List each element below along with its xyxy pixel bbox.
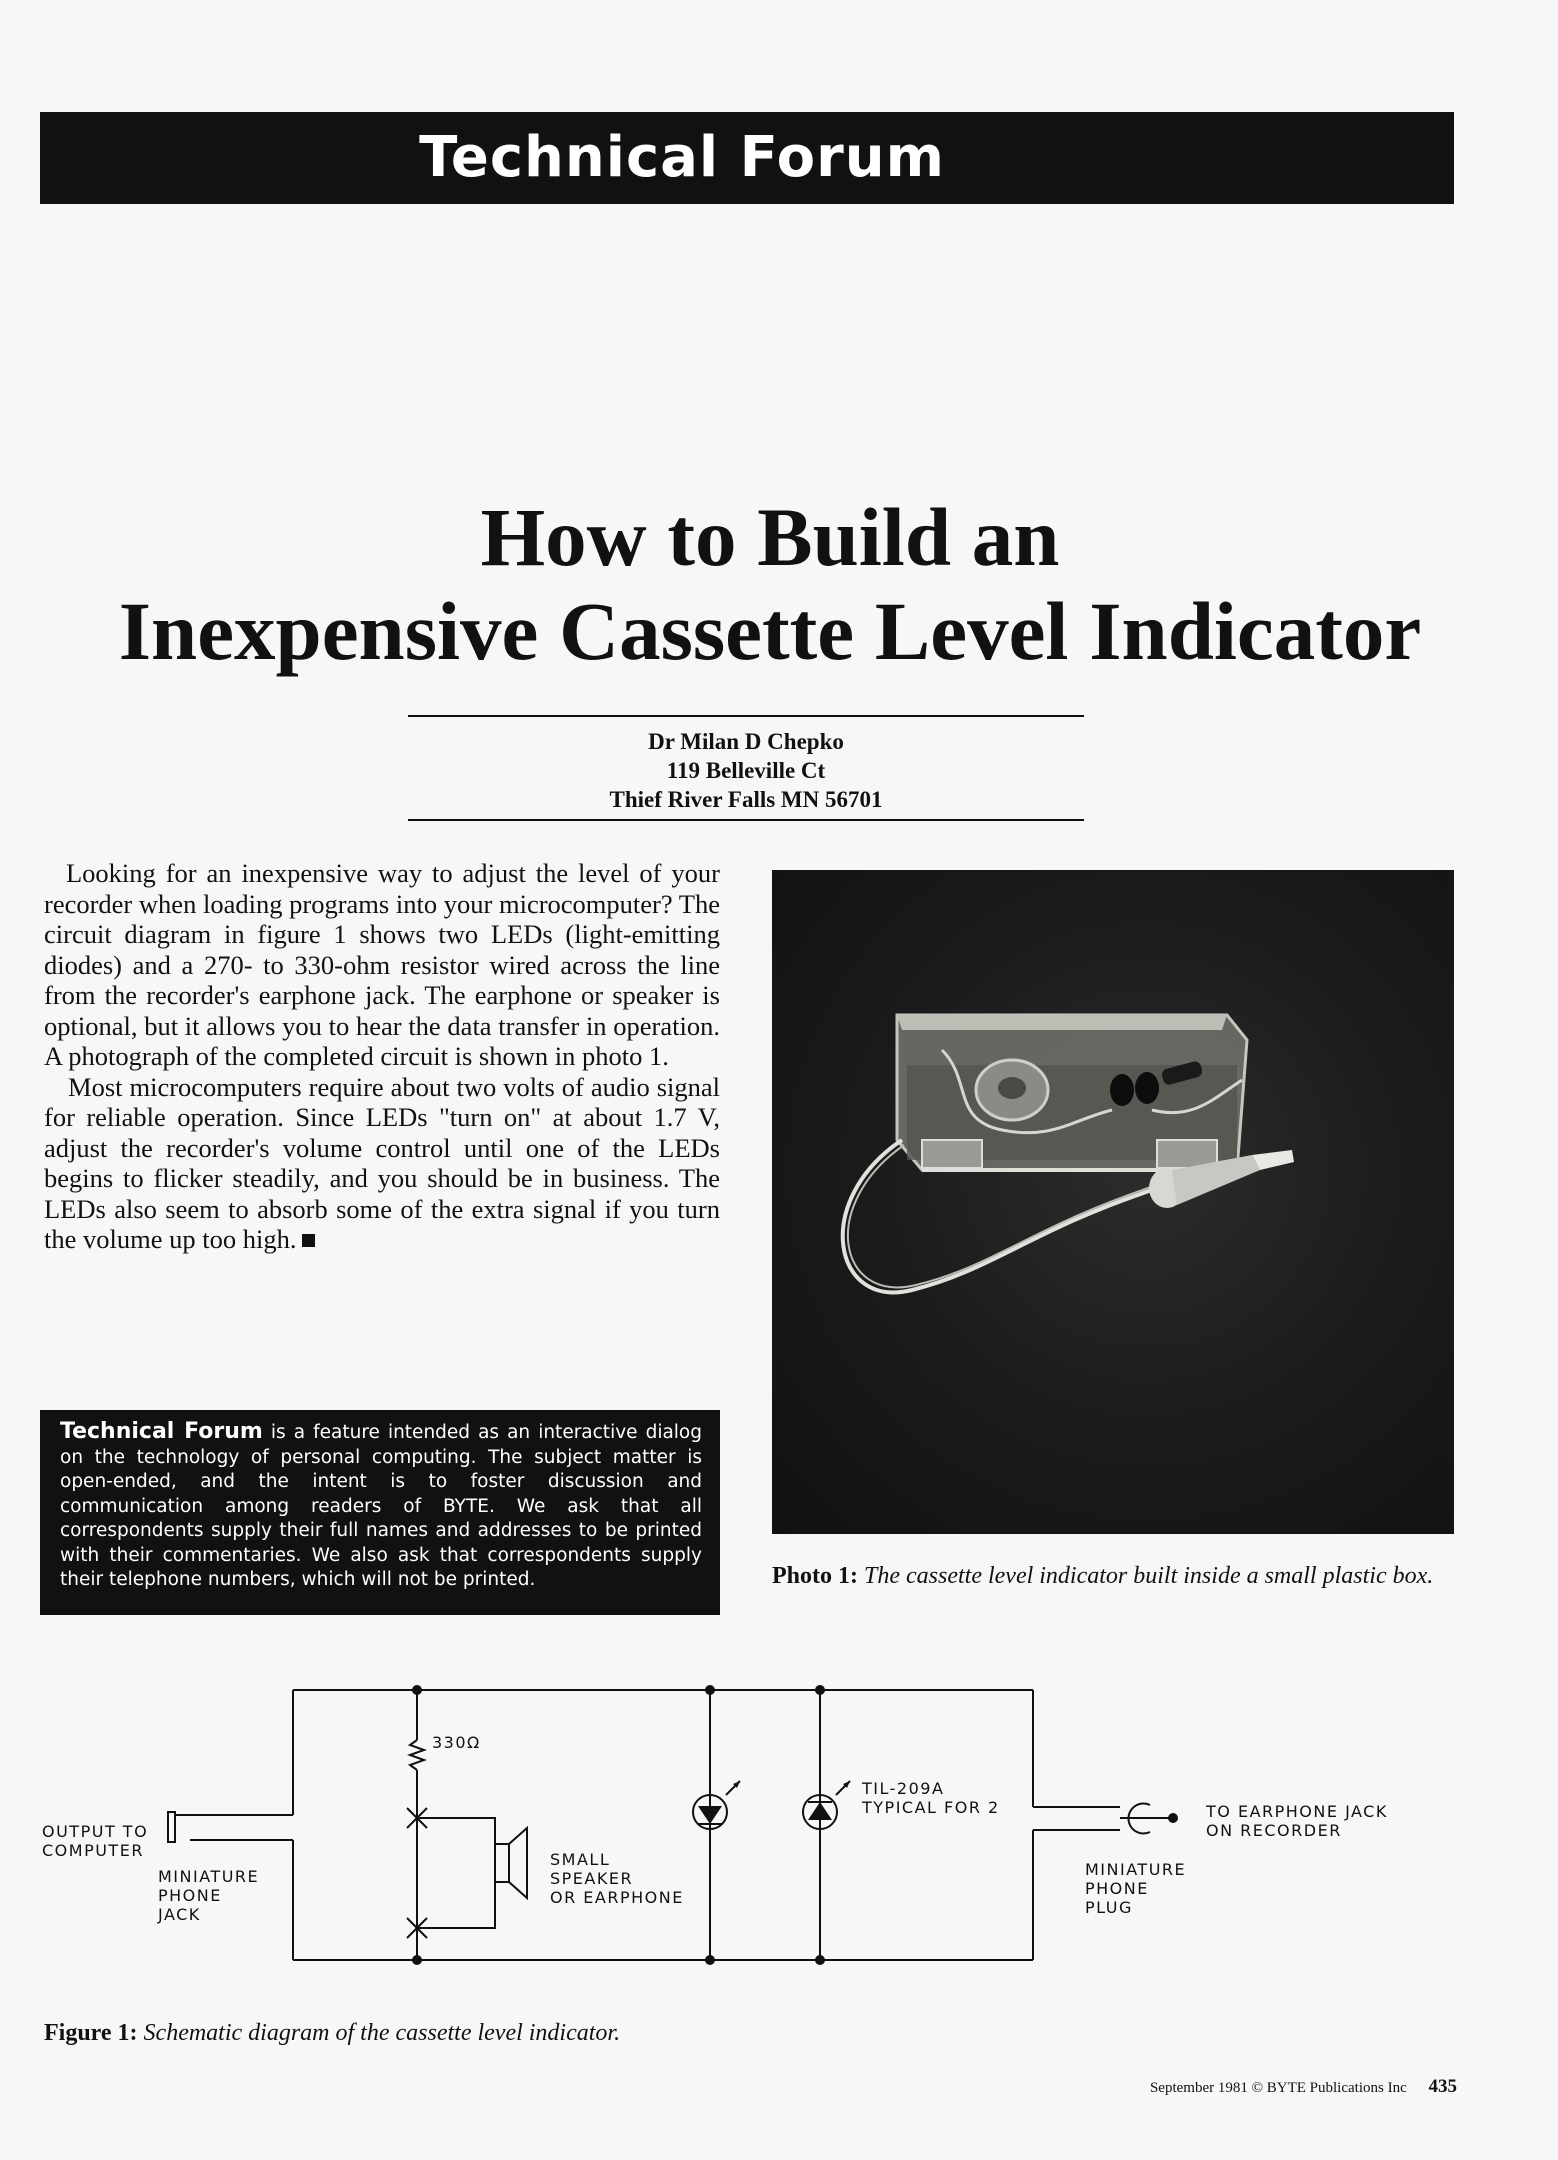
- led-1-symbol: [698, 1806, 722, 1824]
- end-mark-icon: [302, 1234, 316, 1247]
- paragraph-1: Looking for an inexpensive way to adjust…: [44, 858, 720, 1071]
- byline-bottom-rule: [408, 819, 1084, 821]
- speaker-label-3: OR EARPHONE: [550, 1888, 684, 1907]
- page-number: 435: [1428, 2076, 1458, 2097]
- jack-label-1: MINIATURE: [158, 1867, 259, 1886]
- byline-top-rule: [408, 715, 1084, 717]
- article-body: Looking for an inexpensive way to adjust…: [44, 858, 720, 1255]
- photo-caption-text: The cassette level indicator built insid…: [864, 1563, 1434, 1589]
- led-2-symbol: [808, 1802, 832, 1820]
- author-address-2: Thief River Falls MN 56701: [609, 787, 883, 812]
- figure-caption-text: Schematic diagram of the cassette level …: [143, 2020, 621, 2046]
- sidebar-text: is a feature intended as an interactive …: [60, 1422, 702, 1590]
- title-line-1: How to Build an: [480, 491, 1060, 583]
- photo-1: [772, 870, 1454, 1534]
- paragraph-2: Most microcomputers require about two vo…: [44, 1072, 720, 1255]
- earphone-label-2: ON RECORDER: [1206, 1821, 1342, 1840]
- article-title: How to Build an Inexpensive Cassette Lev…: [40, 490, 1500, 678]
- plug-label-3: PLUG: [1085, 1898, 1133, 1917]
- sidebar-lead: Technical Forum: [60, 1419, 263, 1444]
- jack-label-2: PHONE: [158, 1886, 222, 1905]
- page-footer: September 1981 © BYTE Publications Inc 4…: [1150, 2077, 1457, 2098]
- earphone-label-1: TO EARPHONE JACK: [1205, 1802, 1388, 1821]
- footer-text: September 1981 © BYTE Publications Inc: [1149, 2080, 1407, 2096]
- figure-caption-label: Figure 1:: [44, 2020, 138, 2046]
- led-label-1: TIL-209A: [861, 1779, 944, 1798]
- title-line-2: Inexpensive Cassette Level Indicator: [118, 585, 1422, 677]
- technical-forum-sidebar: Technical Forum is a feature intended as…: [40, 1410, 720, 1615]
- speaker-label-2: SPEAKER: [550, 1869, 633, 1888]
- plug-label-2: PHONE: [1085, 1879, 1149, 1898]
- byline: Dr Milan D Chepko 119 Belleville Ct Thie…: [408, 727, 1084, 814]
- figure-caption: Figure 1: Schematic diagram of the casse…: [44, 2018, 620, 2048]
- output-label-2: COMPUTER: [42, 1841, 144, 1860]
- plug-label-1: MINIATURE: [1085, 1860, 1186, 1879]
- output-label-1: OUTPUT TO: [42, 1822, 148, 1841]
- author-address-1: 119 Belleville Ct: [666, 758, 826, 783]
- paragraph-2-text: Most microcomputers require about two vo…: [44, 1071, 720, 1255]
- author-name: Dr Milan D Chepko: [648, 729, 844, 754]
- resistor-label: 330Ω: [432, 1733, 481, 1752]
- led-label-2: TYPICAL FOR 2: [861, 1798, 1000, 1817]
- section-banner: Technical Forum: [40, 112, 1454, 204]
- photo-caption: Photo 1: The cassette level indicator bu…: [772, 1561, 1462, 1591]
- speaker-label-1: SMALL: [550, 1850, 610, 1869]
- jack-label-3: JACK: [157, 1905, 201, 1924]
- photo-caption-label: Photo 1:: [772, 1563, 858, 1589]
- schematic-diagram: 330Ω OUTPUT TO COMPUTER MINIATURE PHONE …: [42, 1685, 1388, 1965]
- photo-illustration: [840, 1013, 1294, 1295]
